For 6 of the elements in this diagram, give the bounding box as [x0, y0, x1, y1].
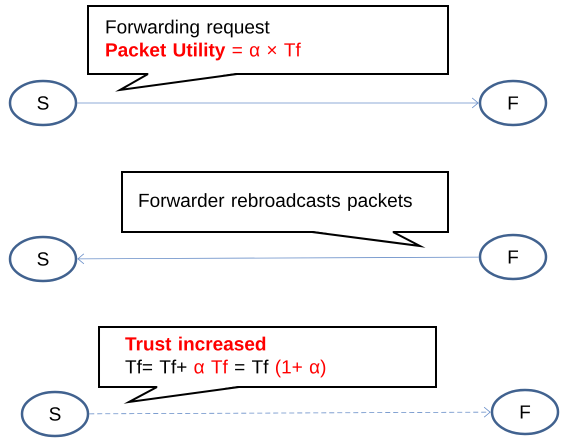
speech-bubble: Forwarder rebroadcasts packets — [121, 171, 449, 248]
speech-bubble: Trust increased Tf= Tf+ α Tf = Tf (1+ α) — [98, 326, 437, 404]
arrow — [76, 98, 479, 108]
arrow — [77, 253, 480, 264]
speech-bubble: Forwarding request Packet Utility = α × Tf — [87, 5, 449, 92]
arrow — [88, 406, 491, 418]
